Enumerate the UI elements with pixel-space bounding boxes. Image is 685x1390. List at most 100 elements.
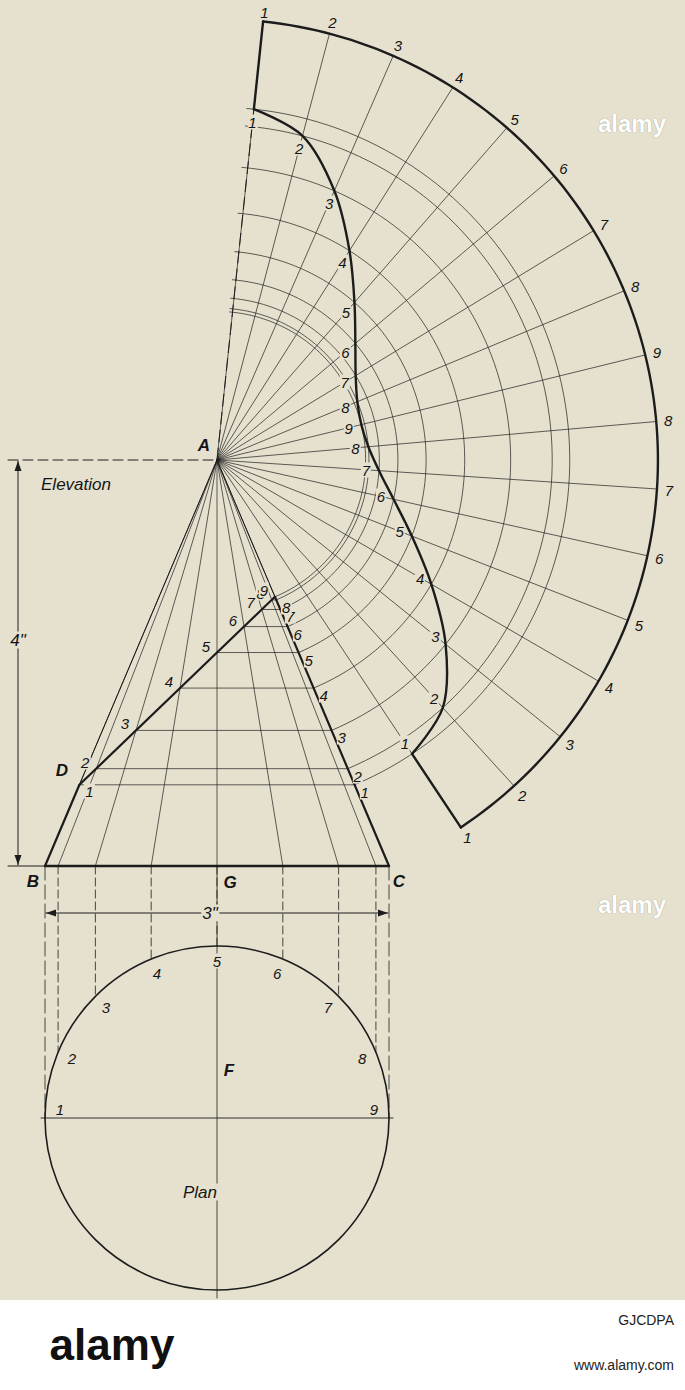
pattern-number: 2 [327, 15, 337, 30]
curve-number: 3 [324, 195, 334, 210]
pattern-cut-curve [254, 109, 447, 754]
watermark-logo: alamy [49, 1323, 176, 1367]
plan-number: 8 [357, 1050, 367, 1065]
projector-line [96, 768, 348, 769]
watermark: alamy [597, 112, 667, 136]
generator-line [217, 460, 339, 866]
cut-number: 7 [246, 595, 256, 610]
radial-line [217, 460, 628, 620]
point-letter: G [222, 874, 237, 891]
plan-number: 3 [101, 999, 111, 1014]
pattern-number: 3 [564, 737, 574, 752]
pattern-number: 8 [663, 413, 673, 428]
generator-line [217, 460, 218, 866]
pattern-number: 7 [664, 482, 674, 497]
construction-arc [230, 312, 366, 597]
watermark-url: www.alamy.com [573, 1358, 675, 1372]
construction-arc [230, 309, 369, 600]
view-title: Plan [182, 1184, 218, 1201]
pattern-number: 8 [630, 279, 640, 294]
curve-number: 4 [415, 570, 425, 585]
cut-number: 9 [259, 582, 269, 597]
radial-line [217, 460, 598, 681]
plan-number: 7 [323, 999, 333, 1014]
projector-line [244, 626, 288, 627]
pattern-number: 9 [652, 345, 662, 360]
centre-letter: F [223, 1062, 235, 1079]
projector-line [136, 730, 332, 731]
radial-line [217, 460, 647, 556]
cutting-plane [79, 597, 275, 785]
radial-line [217, 355, 645, 460]
pattern-seam [412, 754, 461, 827]
radial-line [217, 460, 560, 737]
curve-number: 2 [294, 141, 304, 156]
curve-number: 2 [429, 691, 439, 706]
cone-edge [275, 597, 389, 866]
true-length-number: 8 [281, 599, 291, 614]
curve-number: 6 [340, 344, 350, 359]
point-letter: B [26, 873, 40, 890]
cut-number: 6 [228, 612, 238, 627]
point-letter: D [55, 762, 69, 779]
plan-number: 2 [67, 1050, 77, 1065]
construction-arc [231, 298, 380, 609]
radial-line [217, 231, 594, 460]
true-length-number: 3 [336, 730, 346, 745]
radial-line [217, 128, 507, 460]
curve-number: 1 [400, 736, 410, 751]
curve-number: 3 [430, 629, 440, 644]
pattern-number: 7 [599, 217, 609, 232]
curve-number: 7 [361, 462, 371, 477]
true-length-number: 1 [359, 784, 369, 799]
curve-number: 1 [247, 115, 257, 130]
dimension-arrow [15, 461, 22, 471]
curve-number: 5 [395, 524, 405, 539]
centre-line [217, 866, 218, 1298]
cut-number: 3 [120, 716, 130, 731]
cut-number: 5 [201, 638, 211, 653]
cone-edge-thin [217, 460, 275, 597]
pattern-number: 5 [634, 617, 644, 632]
projection-line [389, 866, 390, 1118]
curve-number: 8 [350, 440, 360, 455]
pattern-number: 4 [604, 680, 614, 695]
generator-line [45, 460, 217, 866]
projection-line [45, 866, 46, 1118]
pattern-number: 5 [510, 111, 520, 126]
watermark: alamy [597, 893, 667, 917]
construction-arc [245, 126, 552, 769]
plan-number: 9 [369, 1102, 379, 1117]
generator-line [217, 460, 389, 866]
pattern-number: 2 [517, 787, 527, 802]
projection-line [95, 866, 96, 996]
curve-number: 4 [337, 254, 347, 269]
pattern-number: 4 [454, 70, 464, 85]
projector-line [262, 609, 281, 610]
pattern-seam [254, 21, 263, 109]
pattern-number: 3 [393, 37, 403, 52]
apex-letter: A [197, 437, 211, 454]
construction-arc [247, 109, 570, 785]
projection-line [338, 866, 339, 996]
pattern-number: 6 [654, 551, 664, 566]
cut-number: 2 [80, 754, 90, 769]
curve-number: 6 [376, 489, 386, 504]
plan-number: 5 [212, 954, 222, 969]
radial-line [217, 176, 554, 460]
dimension-arrow [46, 910, 56, 917]
radial-line [217, 21, 263, 460]
projection-line [58, 866, 59, 1052]
true-length-number: 5 [303, 652, 313, 667]
construction-arc [232, 280, 398, 627]
cone-edge-thin [79, 460, 217, 785]
image-id: GJCDPA [617, 1313, 675, 1327]
extension-line [8, 866, 45, 867]
radial-line [217, 56, 393, 460]
construction-arc [238, 213, 465, 688]
curve-number: 9 [344, 420, 354, 435]
plan-number: 1 [55, 1102, 65, 1117]
